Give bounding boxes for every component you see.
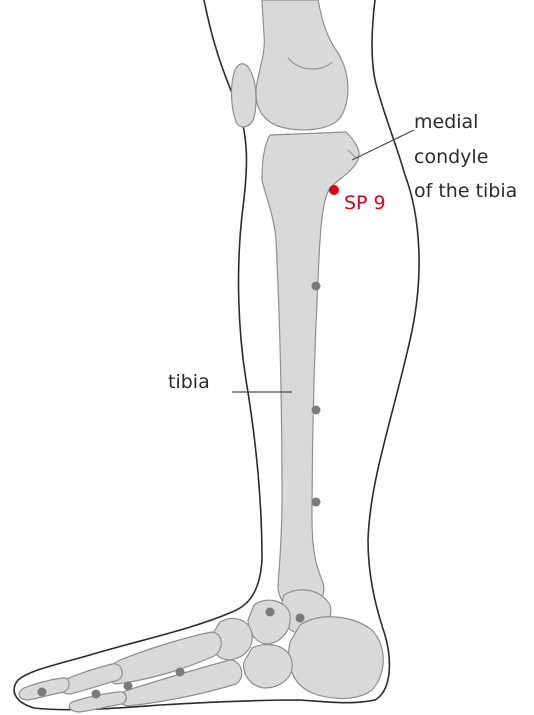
- marker-dot: [312, 282, 321, 291]
- marker-dot: [176, 668, 185, 677]
- condyle-label-line-3: of the tibia: [414, 180, 517, 202]
- patella: [232, 64, 257, 127]
- marker-dot: [296, 614, 305, 623]
- marker-dot: [312, 498, 321, 507]
- sp9-label: SP 9: [344, 192, 386, 214]
- condyle-label-line-1: medial: [414, 111, 478, 133]
- tibia-label: tibia: [168, 371, 210, 393]
- femur: [256, 0, 348, 130]
- condyle-leader-line: [352, 130, 414, 160]
- marker-dot: [92, 690, 101, 699]
- proximal-phalanx: [60, 664, 123, 694]
- foot-bones: [19, 590, 383, 712]
- marker-dot: [38, 688, 47, 697]
- condyle-label-line-2: condyle: [414, 146, 488, 168]
- leg-outline: [14, 0, 419, 710]
- navicular: [248, 600, 290, 644]
- marker-dot: [124, 682, 133, 691]
- calcaneus: [289, 617, 384, 699]
- sp9-point: [329, 185, 339, 195]
- marker-dot: [312, 406, 321, 415]
- marker-dot: [266, 608, 275, 617]
- cuboid: [244, 644, 292, 688]
